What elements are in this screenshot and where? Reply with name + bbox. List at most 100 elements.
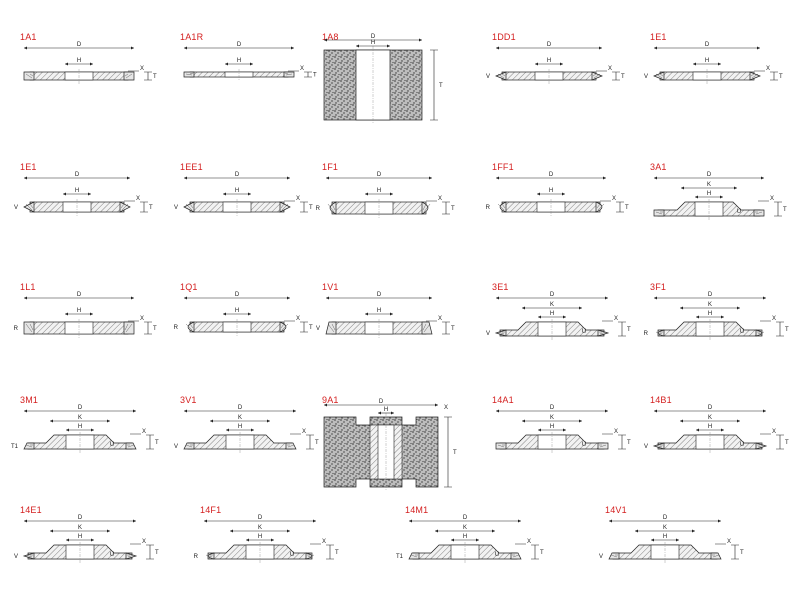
dim-x-label: X — [766, 66, 770, 72]
dim-u-label: U — [740, 329, 744, 335]
rim-right-hatch — [599, 444, 607, 448]
rim-left — [499, 201, 507, 213]
dim-t-label: T — [315, 440, 319, 446]
dim-k-label: K — [550, 302, 554, 308]
dim-d-label: D — [78, 405, 83, 411]
dim-x-label: X — [727, 539, 731, 545]
dim-x-label: X — [770, 196, 774, 202]
shape-code-label: 3M1 — [20, 395, 39, 405]
dim-x-label: X — [438, 316, 442, 322]
shape-code-label: 14V1 — [605, 505, 627, 515]
shape-code-label: 1E1 — [20, 162, 37, 172]
rim-left-hatch — [655, 211, 663, 215]
dim-d-label: D — [379, 399, 384, 405]
dim-side-label: R — [486, 205, 491, 211]
dim-k-label: K — [78, 525, 82, 531]
rim-right-hatch — [127, 444, 135, 448]
rim-left-hatch — [205, 554, 213, 558]
rim-left-hatch — [327, 323, 336, 333]
rim-right-hatch — [280, 323, 289, 331]
dim-h-label: H — [550, 311, 554, 317]
shape-code-label: 1F1 — [322, 162, 339, 172]
shape-code-label: 1EE1 — [180, 162, 203, 172]
dim-side-label: V — [486, 331, 490, 337]
dim-h-label: H — [377, 308, 381, 314]
rim-left-hatch — [410, 554, 418, 558]
dim-h-arrows — [538, 315, 566, 319]
shape-code-label: 14E1 — [20, 505, 42, 515]
dim-d-label: D — [463, 515, 468, 521]
dim-k-label: K — [707, 182, 711, 188]
dim-t-label: T — [740, 550, 744, 556]
shape-code-label: 3A1 — [650, 162, 667, 172]
dim-h-arrows — [223, 192, 251, 196]
dim-side-label: V — [486, 74, 490, 80]
shape-code-label: 14M1 — [405, 505, 429, 515]
dim-x-label: X — [140, 316, 144, 322]
dim-d-label: D — [371, 34, 376, 40]
dim-t-label: T — [625, 205, 629, 211]
rim-right-hatch — [124, 73, 133, 79]
dim-side-label: R — [644, 331, 649, 337]
dim-x-label: X — [614, 316, 618, 322]
dim-x-label: X — [527, 539, 531, 545]
shape-code-label: 1A1 — [20, 32, 37, 42]
rim-right-hatch — [422, 323, 431, 333]
profile-drawing: DHT — [323, 34, 443, 124]
dim-k-label: K — [663, 525, 667, 531]
dim-h-label: H — [78, 424, 82, 430]
dim-side-label: V — [14, 554, 18, 560]
rim-left-hatch — [497, 331, 505, 335]
rim-left-hatch — [185, 323, 194, 331]
dim-t-label: T — [153, 74, 157, 80]
dim-d-label: D — [547, 42, 552, 48]
dim-h-label: H — [550, 424, 554, 430]
dim-h-arrows — [696, 428, 724, 432]
dim-h-label: H — [75, 188, 79, 194]
dim-side-label: T1 — [11, 444, 19, 450]
dim-u-label: U — [582, 442, 586, 448]
dim-k-label: K — [238, 415, 242, 421]
dim-h-arrows — [246, 538, 274, 542]
dim-h-arrows — [65, 312, 93, 316]
rim-left-hatch — [25, 323, 34, 333]
dim-side-label: V — [174, 205, 178, 211]
dim-side-label: V — [644, 444, 648, 450]
rim-right-hatch — [287, 444, 295, 448]
dim-t-label: T — [451, 206, 455, 212]
rim-right — [305, 552, 313, 560]
dim-t-label: T — [627, 440, 631, 446]
dim-d-label: D — [235, 172, 240, 178]
dim-h-arrows — [365, 192, 393, 196]
dim-t-label: T — [155, 550, 159, 556]
shape-code-label: 1Q1 — [180, 282, 198, 292]
dim-x-label: X — [322, 539, 326, 545]
dim-k-label: K — [708, 415, 712, 421]
dim-x-label: X — [142, 539, 146, 545]
rim-right-hatch — [120, 203, 129, 211]
dim-h-label: H — [377, 188, 381, 194]
dim-h-label: H — [707, 191, 711, 197]
dim-x-label: X — [140, 66, 144, 72]
rim-right-hatch — [124, 323, 133, 333]
rim-left-hatch — [185, 72, 194, 76]
dim-x-label: X — [136, 196, 140, 202]
dim-d-label: D — [663, 515, 668, 521]
dim-h-arrows — [226, 428, 254, 432]
